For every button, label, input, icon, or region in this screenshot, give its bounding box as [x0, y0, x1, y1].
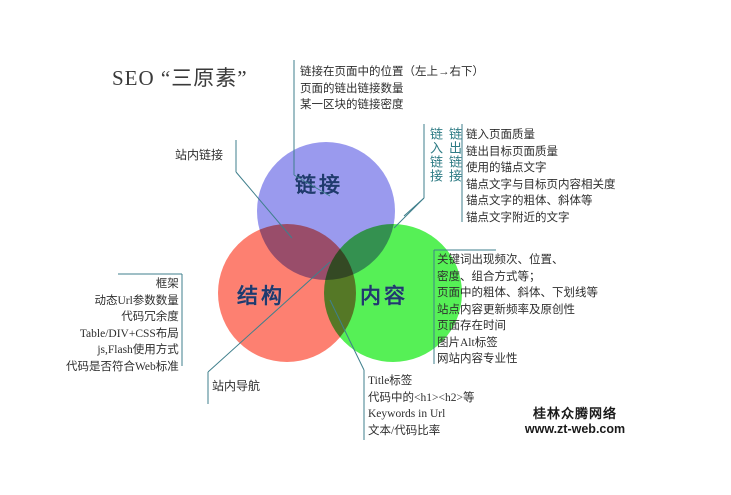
- annotation-structure-factors: 框架动态Url参数数量代码冗余度 Table/DIV+CSS布局 js,Flash使…: [66, 276, 179, 375]
- annotation-line: 代码冗余度: [121, 311, 179, 323]
- annotation-line: 代码是否符合Web标准: [66, 360, 179, 373]
- annotation-line: 链入页面质量: [466, 129, 535, 141]
- watermark-company-name: 桂林众腾网络: [532, 406, 617, 421]
- annotation-line: 链接在页面中的位置（左上→右下）: [300, 66, 484, 78]
- side-label-site-navigation: 站内导航: [212, 379, 261, 393]
- annotation-line: 使用的锚点文字: [466, 162, 547, 174]
- annotation-line: 页面的链出链接数量: [300, 82, 404, 95]
- annotation-content-factors: 关键词出现频次、位置、密度、组合方式等； 页面中的粗体、斜体、下划线等站点内容更新…: [437, 252, 598, 368]
- vertical-label-inbound-links: 链入链接: [428, 127, 443, 183]
- annotation-line: 文本/代码比率: [368, 424, 441, 437]
- annotation-line: 关键词出现频次、位置、: [437, 254, 564, 266]
- annotation-line: 锚点文字与目标页内容相关度: [466, 178, 616, 191]
- annotation-link-quality: 链入页面质量链出目标页面质量使用的锚点文字锚点文字与目标页内容相关度锚点文字的粗…: [466, 127, 616, 226]
- annotation-line: 某一区块的链接密度: [300, 99, 404, 111]
- annotation-onpage-tags: Title标签代码中的<h1><h2>等 Keywords in Url 文本/代码…: [368, 373, 474, 439]
- annotation-line: 站点内容更新频率及原创性: [437, 303, 575, 316]
- page-title: SEO “三原素”: [112, 66, 248, 90]
- annotation-line: 锚点文字的粗体、斜体等: [466, 195, 593, 207]
- vertical-label-outbound-links: 链出链接: [447, 127, 462, 183]
- side-label-internal-links: 站内链接: [175, 148, 224, 162]
- annotation-line: 锚点文字附近的文字: [466, 211, 570, 224]
- annotation-line: 框架: [155, 278, 179, 290]
- watermark: 桂林众腾网络 www.zt-web.com: [505, 406, 645, 437]
- annotation-line: 代码中的<h1><h2>等: [368, 391, 475, 404]
- annotation-line: Keywords in Url: [368, 408, 446, 420]
- annotation-line: 页面中的粗体、斜体、下划线等: [437, 287, 598, 299]
- venn-label-structure: 结构: [237, 284, 285, 308]
- annotation-line: Table/DIV+CSS布局: [79, 327, 179, 340]
- annotation-line: js,Flash使用方式: [97, 344, 179, 356]
- annotation-line: 链出目标页面质量: [466, 145, 558, 158]
- venn-label-link: 链接: [295, 173, 343, 197]
- annotation-link-position: 链接在页面中的位置（左上→右下） 页面的链出链接数量某一区块的链接密度: [300, 64, 484, 114]
- annotation-line: 网站内容专业性: [437, 353, 518, 365]
- venn-label-content: 内容: [360, 284, 408, 308]
- annotation-line: 图片Alt标签: [437, 336, 498, 349]
- watermark-url: www.zt-web.com: [524, 422, 626, 436]
- annotation-line: 动态Url参数数量: [94, 294, 179, 307]
- annotation-line: 页面存在时间: [437, 320, 506, 332]
- annotation-line: 密度、组合方式等；: [437, 270, 541, 283]
- annotation-line: Title标签: [368, 375, 413, 387]
